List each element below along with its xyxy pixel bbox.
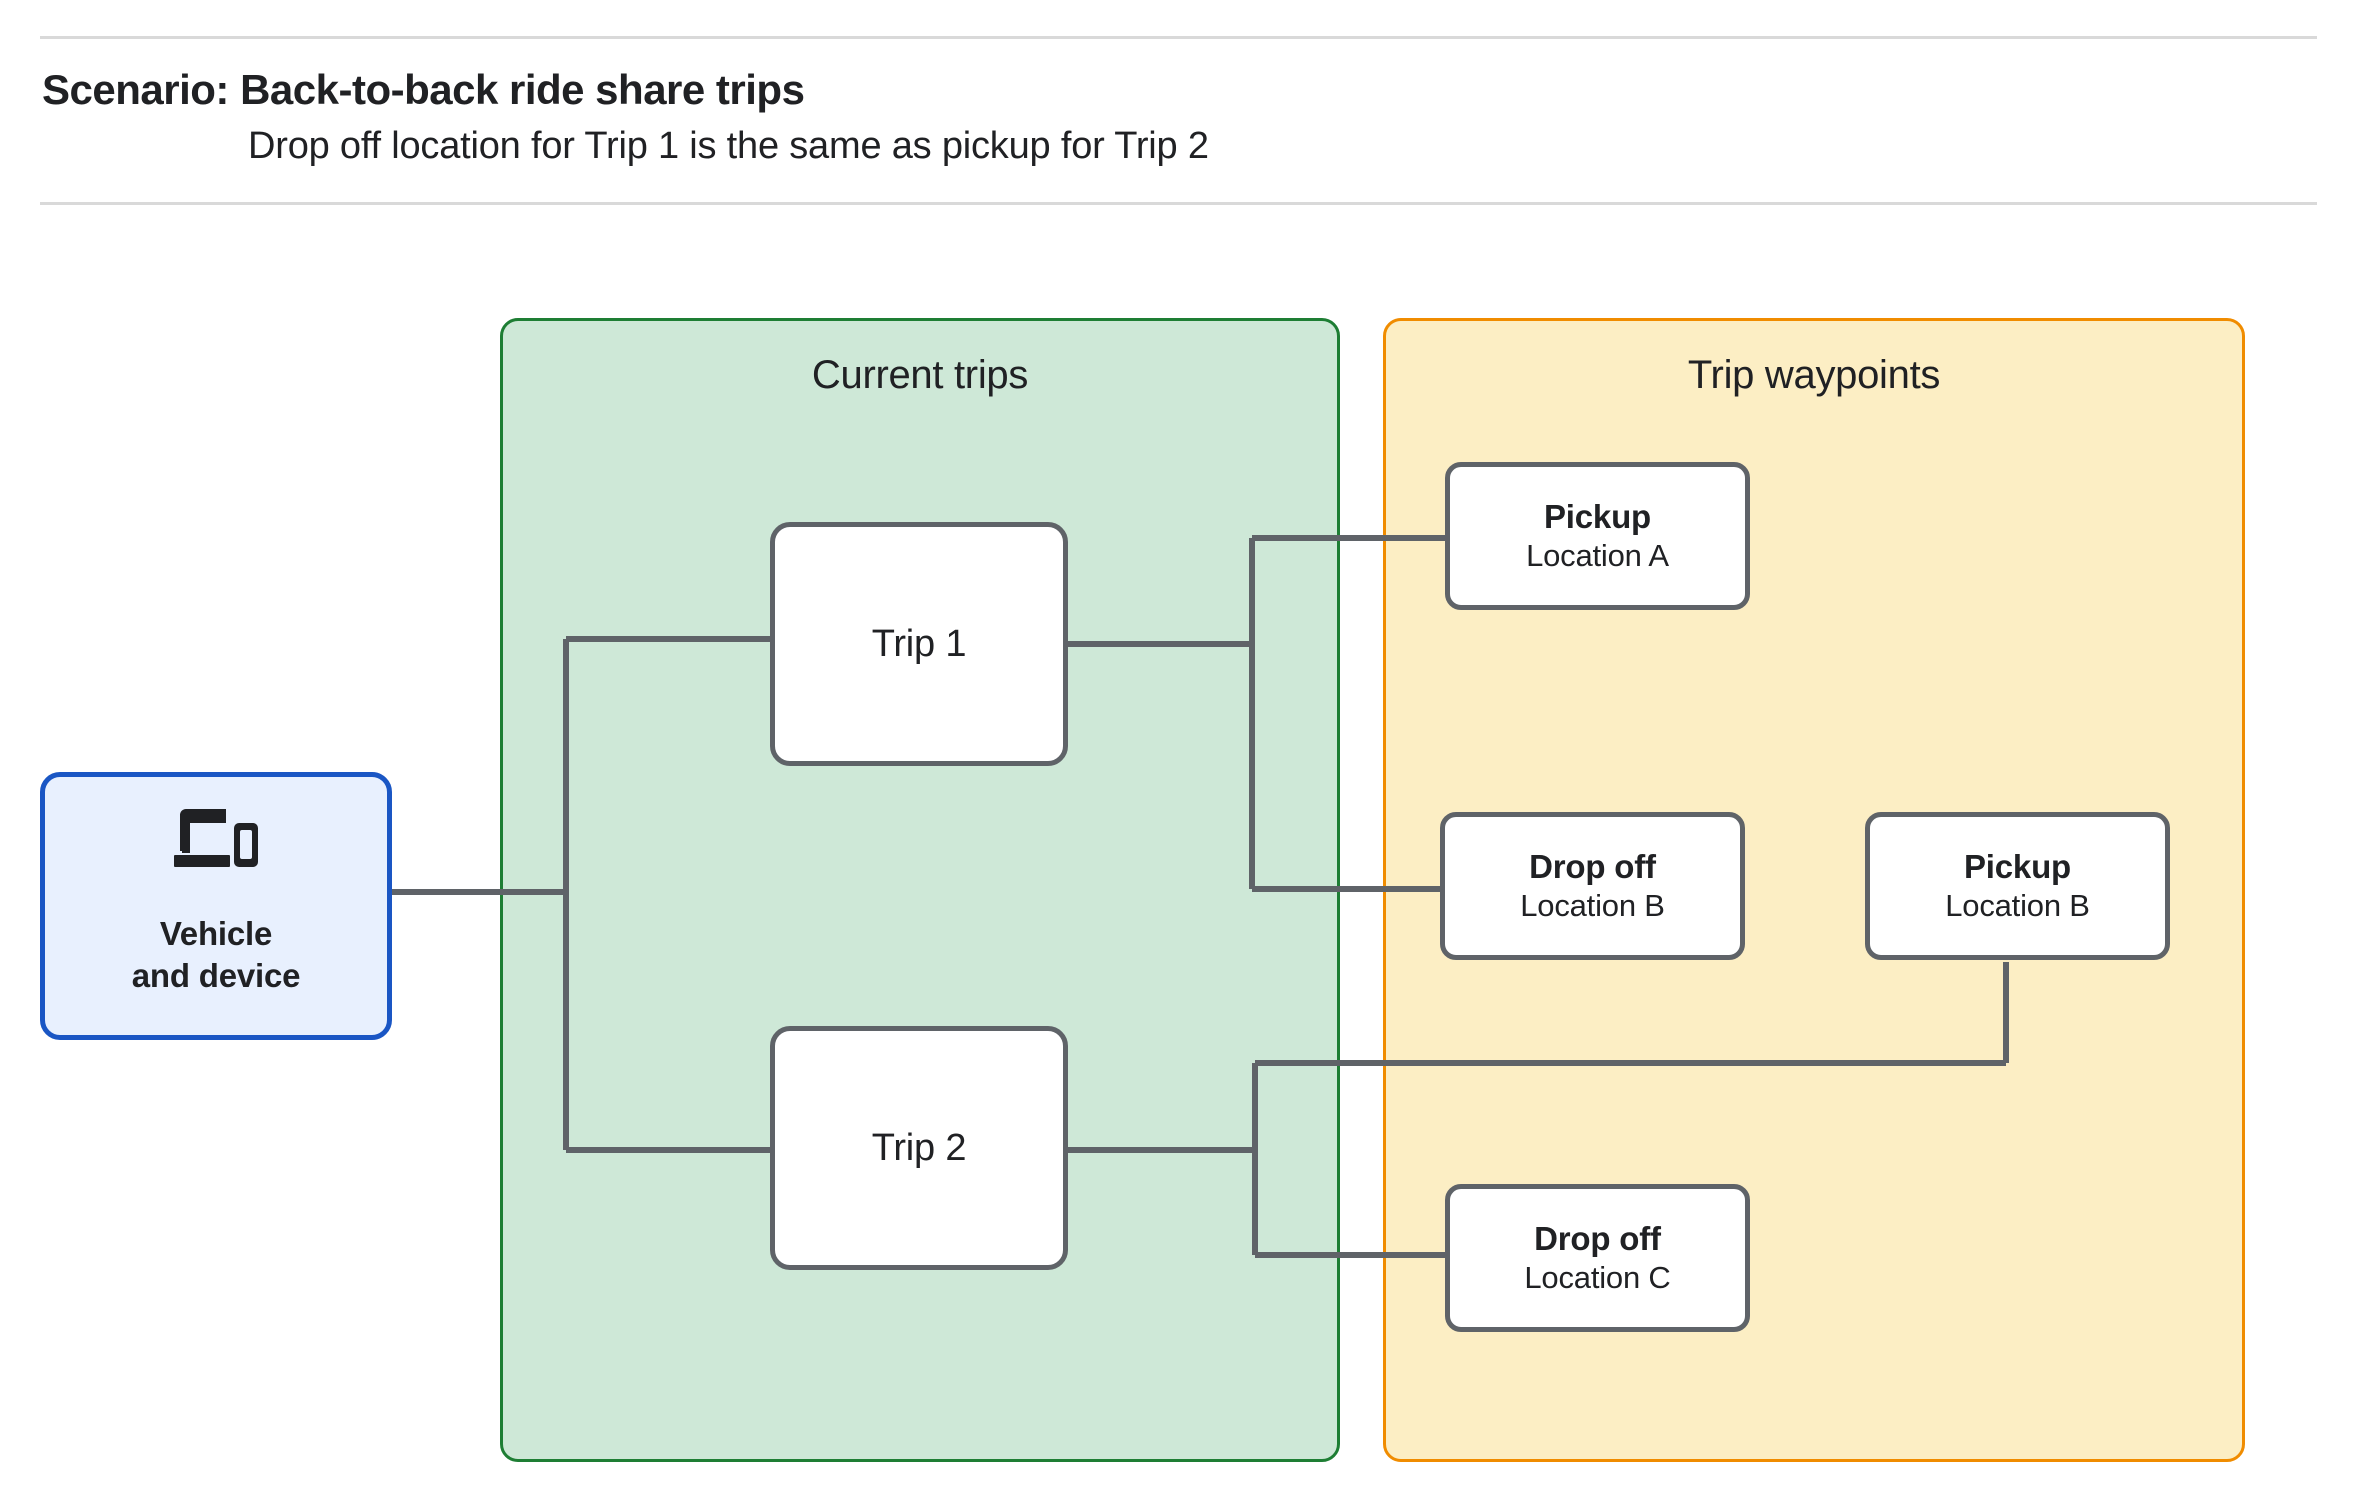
waypoint-pickup-a-kind: Pickup: [1543, 497, 1651, 535]
waypoint-pickup-a-location: Location A: [1526, 537, 1669, 573]
trip-node-1[interactable]: Trip 1: [770, 522, 1068, 766]
waypoint-node-dropoff-b[interactable]: Drop off Location B: [1440, 812, 1745, 960]
waypoint-dropoff-b-location: Location B: [1520, 887, 1665, 923]
group-current-trips-title: Current trips: [811, 353, 1029, 397]
devices-icon: [174, 809, 258, 867]
group-current-trips: Current trips: [500, 318, 1340, 1462]
waypoint-node-dropoff-c[interactable]: Drop off Location C: [1445, 1184, 1750, 1332]
waypoint-dropoff-b-kind: Drop off: [1529, 847, 1656, 885]
page-title: Scenario: Back-to-back ride share trips: [42, 66, 805, 113]
vehicle-label-line-1: Vehicle: [159, 915, 273, 952]
waypoint-dropoff-c-location: Location C: [1524, 1259, 1671, 1295]
header-divider-bottom: [40, 202, 2317, 205]
header-divider-top: [40, 36, 2317, 39]
vehicle-label-line-2: and device: [131, 957, 301, 995]
waypoint-node-pickup-a[interactable]: Pickup Location A: [1445, 462, 1750, 610]
vehicle-and-device-node[interactable]: Vehicle and device: [40, 772, 392, 1040]
vehicle-and-device-label: Vehicle and device: [132, 913, 301, 997]
waypoint-pickup-b-location: Location B: [1945, 887, 2090, 923]
trip-node-2[interactable]: Trip 2: [770, 1026, 1068, 1270]
trip-node-1-label: Trip 1: [871, 622, 967, 665]
page-subtitle: Drop off location for Trip 1 is the same…: [248, 125, 1209, 167]
group-trip-waypoints-title: Trip waypoints: [1687, 353, 1941, 397]
waypoint-node-pickup-b[interactable]: Pickup Location B: [1865, 812, 2170, 960]
waypoint-pickup-b-kind: Pickup: [1963, 847, 2071, 885]
waypoint-dropoff-c-kind: Drop off: [1534, 1219, 1661, 1257]
trip-node-2-label: Trip 2: [871, 1126, 967, 1169]
